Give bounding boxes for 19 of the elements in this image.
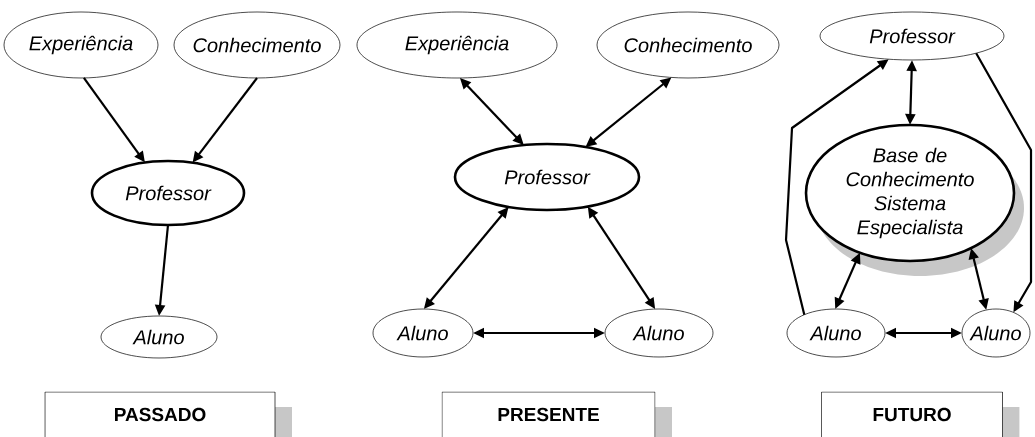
node-label: FUTURO xyxy=(873,407,951,422)
ellipse-node: Professor xyxy=(819,11,1005,61)
ellipse-node: Conhecimento xyxy=(173,11,341,79)
double-arrow xyxy=(460,78,524,145)
ellipse-node: Aluno xyxy=(786,308,886,358)
period-label-box: PRESENTE xyxy=(441,391,672,437)
ellipse-node: Conhecimento xyxy=(596,11,780,79)
ellipse-node: Aluno xyxy=(961,308,1031,358)
ellipse-node: Experiência xyxy=(356,11,558,79)
ellipse-node: Professor xyxy=(453,142,641,212)
ellipse-node: Professor xyxy=(90,159,246,227)
period-label-box: FUTURO xyxy=(821,391,1020,437)
node-label: PRESENTE xyxy=(498,407,599,422)
ellipse-node: Experiência xyxy=(3,11,159,79)
node-label: PASSADO xyxy=(115,407,206,422)
ellipse-node: Aluno xyxy=(100,315,218,359)
period-label-box: PASSADO xyxy=(44,391,292,437)
ellipse-node: Aluno xyxy=(604,308,714,358)
ellipse-node: Aluno xyxy=(372,308,474,358)
